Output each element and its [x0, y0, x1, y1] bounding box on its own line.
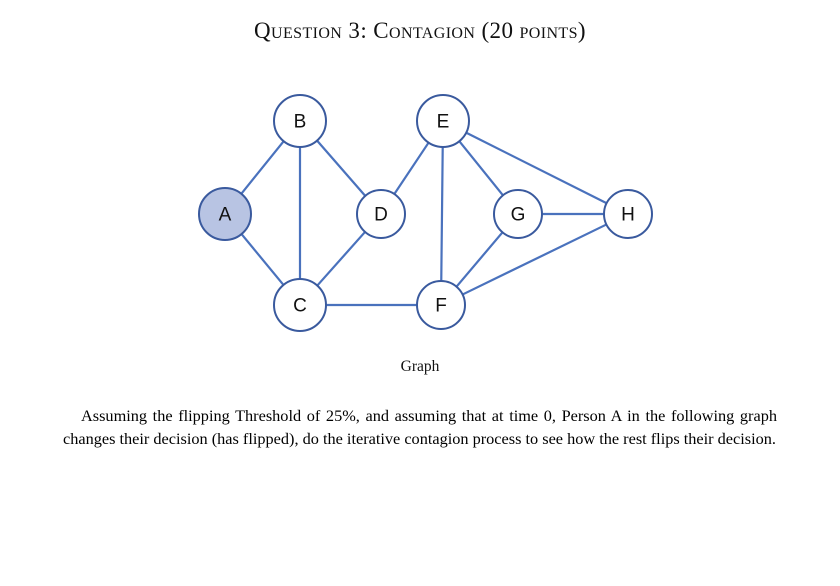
- graph-node-g[interactable]: G: [493, 189, 543, 239]
- graph-edge-e-g: [457, 139, 505, 198]
- graph-node-label-g: G: [511, 205, 526, 226]
- graph-edge-f-h: [460, 222, 609, 297]
- graph-edge-f-g: [454, 230, 505, 289]
- graph-edge-c-d: [315, 230, 367, 288]
- graph-node-circle-g[interactable]: [493, 189, 543, 239]
- graph-node-label-b: B: [294, 112, 307, 133]
- graph-node-label-d: D: [374, 205, 388, 226]
- graph-node-label-c: C: [293, 296, 307, 317]
- graph-edge-b-d: [315, 138, 367, 198]
- graph-edges: [239, 131, 609, 307]
- graph-node-circle-h[interactable]: [603, 189, 653, 239]
- graph-node-f[interactable]: F: [416, 280, 466, 330]
- graph-node-d[interactable]: D: [356, 189, 406, 239]
- graph-node-circle-f[interactable]: [416, 280, 466, 330]
- page-title: Question 3: Contagion (20 points): [254, 18, 586, 43]
- graph-edge-a-c: [239, 232, 286, 287]
- graph-node-circle-d[interactable]: [356, 189, 406, 239]
- graph-edge-e-f: [440, 144, 444, 284]
- graph-edge-d-e: [392, 140, 431, 196]
- question-body-text: Assuming the flipping Threshold of 25%, …: [63, 406, 777, 448]
- graph-node-label-f: F: [435, 296, 447, 317]
- figure-caption: Graph: [400, 358, 440, 375]
- graph-node-circle-a[interactable]: [198, 187, 252, 241]
- graph-node-b[interactable]: B: [273, 94, 327, 148]
- graph-node-e[interactable]: E: [416, 94, 470, 148]
- graph-node-label-a: A: [219, 205, 232, 226]
- graph-node-c[interactable]: C: [273, 278, 327, 332]
- graph-edge-a-b: [239, 139, 286, 196]
- graph-node-label-h: H: [621, 205, 635, 226]
- graph-node-label-e: E: [437, 112, 450, 133]
- graph-figure: A B C D E F G H: [0, 78, 840, 348]
- graph-node-a[interactable]: A: [198, 187, 252, 241]
- graph-node-circle-c[interactable]: [273, 278, 327, 332]
- graph-edge-e-h: [464, 131, 609, 205]
- graph-node-circle-e[interactable]: [416, 94, 470, 148]
- graph-node-h[interactable]: H: [603, 189, 653, 239]
- graph-svg: A B C D E F G H: [198, 94, 653, 332]
- graph-node-circle-b[interactable]: [273, 94, 327, 148]
